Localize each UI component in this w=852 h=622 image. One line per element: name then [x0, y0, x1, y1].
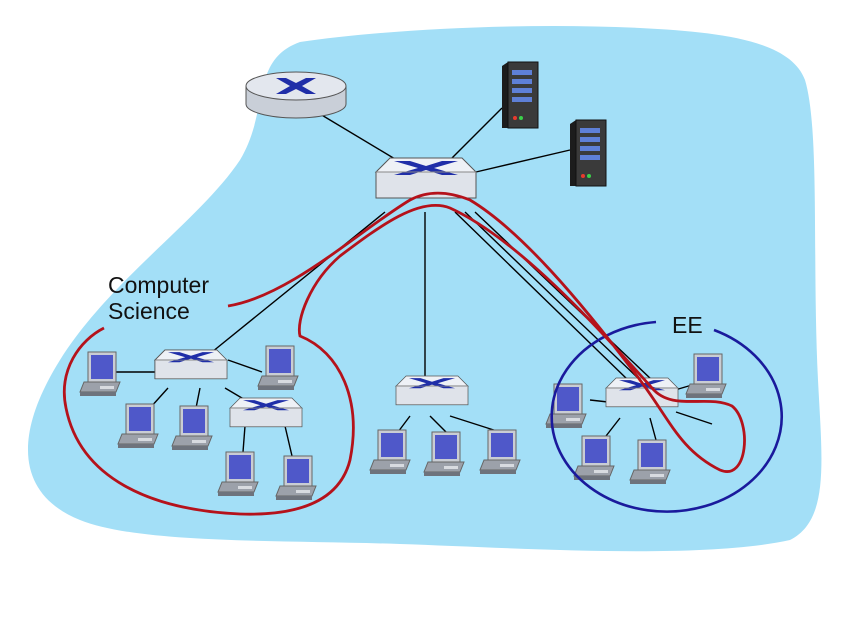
link-core-to-ee-switch-c	[474, 211, 653, 381]
cs-switch-1	[154, 349, 228, 380]
ee-group-circle	[550, 320, 783, 513]
server-icon	[501, 61, 539, 129]
ethernet-switch-icon	[154, 349, 228, 380]
ethernet-switch-icon	[375, 157, 477, 199]
link-server1-to-core	[447, 107, 503, 163]
router-icon	[245, 71, 347, 119]
link-server2-to-core	[475, 149, 571, 173]
computer-science-label-line1: Computer	[108, 272, 209, 298]
link-core-to-ee-switch-b	[464, 211, 641, 381]
server-icon	[569, 119, 607, 187]
computer-science-label-line2: Science	[108, 298, 190, 324]
link-core-to-ee-switch-a	[454, 211, 629, 381]
ee-label: EE	[672, 312, 703, 338]
links	[115, 107, 713, 457]
computer-science-label: Computer Science	[108, 272, 209, 324]
ethernet-switch-icon	[395, 375, 469, 406]
link-core-to-cs-switch	[211, 211, 386, 353]
center-switch	[395, 375, 469, 406]
link-router-to-core	[309, 107, 401, 163]
ethernet-switch-icon	[229, 397, 303, 428]
computer-science-vlan-path	[63, 191, 746, 516]
cs-switch-2	[229, 397, 303, 428]
